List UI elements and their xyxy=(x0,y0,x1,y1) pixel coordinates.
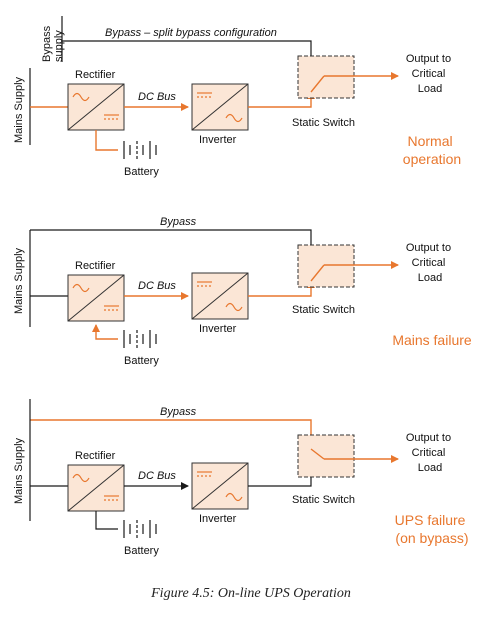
static-switch-block xyxy=(297,434,355,478)
dc-bus-label: DC Bus xyxy=(138,470,176,482)
mode-label: Normal operation xyxy=(403,133,461,167)
mains-supply-label: Mains Supply xyxy=(13,437,25,504)
panel-normal-operation: Bypass supply Bypass – split bypass conf… xyxy=(13,16,461,178)
panel-ups-failure: Bypass Mains Supply Rectifier DC Bus Inv… xyxy=(13,399,469,557)
output-label: Output to Critical Load xyxy=(406,242,454,284)
rectifier-block xyxy=(67,83,125,131)
battery-symbol-icon xyxy=(123,141,157,159)
battery-feed xyxy=(95,511,118,530)
rectifier-label: Rectifier xyxy=(75,450,116,462)
static-switch-label: Static Switch xyxy=(292,117,355,129)
battery-label: Battery xyxy=(124,166,159,178)
dc-bus-label: DC Bus xyxy=(138,91,176,103)
battery-symbol-icon xyxy=(123,520,157,538)
bypass-line xyxy=(62,40,312,57)
mode-label: Mains failure xyxy=(392,332,472,348)
mains-supply-label: Mains Supply xyxy=(13,76,25,143)
mode-label: UPS failure (on bypass) xyxy=(395,512,470,546)
ac-wave-icon xyxy=(72,473,90,483)
bypass-line xyxy=(30,229,312,246)
bypass-label: Bypass – split bypass configuration xyxy=(105,27,277,39)
inverter-block xyxy=(191,272,249,320)
static-switch-block xyxy=(297,244,355,288)
ac-wave-icon xyxy=(72,283,90,293)
static-switch-label: Static Switch xyxy=(292,304,355,316)
rectifier-block xyxy=(67,464,125,512)
rectifier-block xyxy=(67,274,125,322)
inverter-label: Inverter xyxy=(199,323,237,335)
panel-mains-failure: Bypass Mains Supply Rectifier DC Bus Inv… xyxy=(13,216,472,367)
battery-label: Battery xyxy=(124,355,159,367)
inverter-block xyxy=(191,462,249,510)
battery-feed xyxy=(95,130,118,151)
bypass-label: Bypass xyxy=(160,406,197,418)
static-switch-block xyxy=(297,55,355,99)
ac-wave-icon xyxy=(72,92,90,102)
static-switch-label: Static Switch xyxy=(292,494,355,506)
rectifier-label: Rectifier xyxy=(75,69,116,81)
mains-supply-label: Mains Supply xyxy=(13,247,25,314)
inverter-label: Inverter xyxy=(199,513,237,525)
inverter-label: Inverter xyxy=(199,134,237,146)
dc-bus-label: DC Bus xyxy=(138,280,176,292)
figure-caption: Figure 4.5: On-line UPS Operation xyxy=(150,586,351,601)
output-label: Output to Critical Load xyxy=(406,432,454,474)
rectifier-label: Rectifier xyxy=(75,260,116,272)
ac-wave-icon xyxy=(225,113,243,123)
battery-feed xyxy=(92,324,118,340)
bypass-label: Bypass xyxy=(160,216,197,228)
ac-wave-icon xyxy=(225,302,243,312)
battery-label: Battery xyxy=(124,545,159,557)
inverter-block xyxy=(191,83,249,131)
ac-wave-icon xyxy=(225,492,243,502)
bypass-line xyxy=(30,419,315,450)
output-label: Output to Critical Load xyxy=(406,53,454,95)
battery-symbol-icon xyxy=(123,330,157,348)
